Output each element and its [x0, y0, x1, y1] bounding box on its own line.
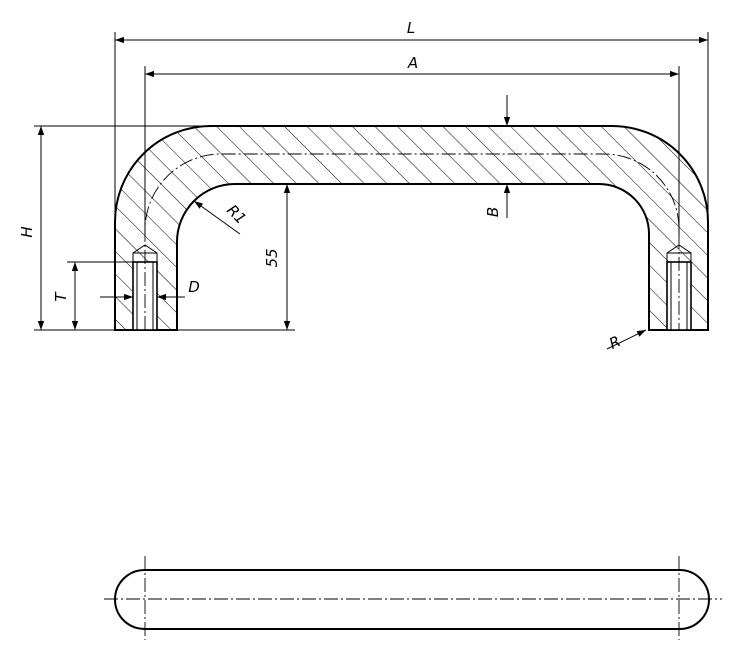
label-D: D [188, 278, 200, 296]
dimension-55: 55 [263, 184, 291, 330]
dimension-L: L [114, 19, 709, 222]
label-L: L [407, 19, 415, 37]
dimension-R: R [606, 329, 647, 353]
dimension-R1: R1 [193, 200, 250, 235]
handle-top-view [104, 556, 722, 640]
dimension-A: A [144, 54, 680, 236]
label-R1: R1 [223, 201, 250, 228]
dimension-H: H [18, 125, 295, 331]
handle-centerline [144, 153, 680, 330]
handle-body [114, 125, 709, 331]
handle-section-view [114, 125, 709, 331]
dimension-T: T [52, 261, 145, 330]
handle-top-outline [114, 569, 710, 630]
label-T: T [52, 291, 70, 302]
label-B: B [484, 207, 502, 217]
dimension-D: D [100, 278, 200, 301]
label-55: 55 [263, 248, 281, 267]
label-A: A [407, 54, 418, 72]
label-H: H [18, 226, 36, 237]
dimension-B: B [484, 95, 511, 218]
